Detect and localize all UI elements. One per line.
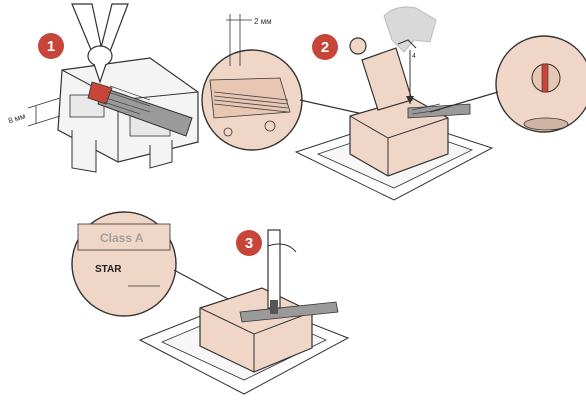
step2-number: 2 bbox=[321, 39, 329, 56]
step1-illustration: 8 мм 1 bbox=[7, 3, 199, 173]
step3-illustration: Class A STAR 3 bbox=[71, 211, 350, 395]
step3-badge bbox=[236, 230, 262, 256]
depth-label: 4 bbox=[412, 53, 416, 60]
brand-label: STAR bbox=[95, 264, 122, 275]
insulation-gap-dimension bbox=[226, 14, 252, 66]
strip-length-label: 8 мм bbox=[7, 111, 27, 125]
screwdriver-icon bbox=[267, 229, 297, 314]
step1-number: 1 bbox=[47, 38, 55, 55]
step1-badge bbox=[38, 33, 64, 59]
strip-length-dimension bbox=[27, 97, 61, 127]
step3-number: 3 bbox=[245, 235, 253, 252]
eye-icon bbox=[397, 39, 417, 49]
insulation-gap-label: 2 мм bbox=[254, 17, 272, 26]
step2-illustration: 2 мм 4 2 bbox=[201, 6, 586, 201]
class-label: Class A bbox=[100, 231, 144, 245]
hand-icon bbox=[383, 6, 437, 53]
step2-badge bbox=[312, 34, 338, 60]
wire-cutter-icon bbox=[71, 3, 129, 84]
